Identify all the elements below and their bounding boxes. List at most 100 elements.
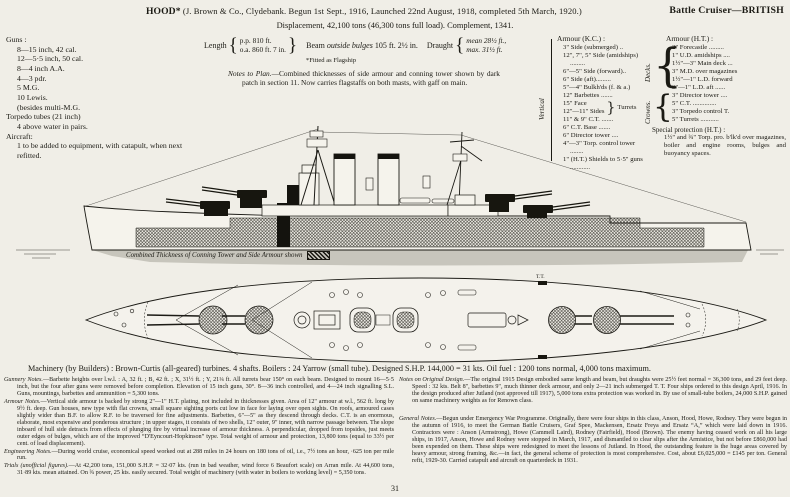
- page-header: HOOD* (J. Brown & Co., Clydebank. Begun …: [146, 6, 731, 17]
- conning-tower: [287, 185, 299, 205]
- notes-to-plan-label: Notes to Plan.: [228, 69, 272, 78]
- maintop-platform: [452, 153, 468, 162]
- conning-tower-plan: [293, 310, 341, 330]
- b-turret-plan: [222, 305, 274, 335]
- length-values: p.p. 810 ft. o.a. 860 ft. 7 in.: [239, 35, 287, 55]
- notes-left-column: Gunnery Notes.—Barbette heights over l.w…: [4, 377, 394, 478]
- armour-kc-title: Armour (K.C.) :: [557, 34, 606, 43]
- gun-item: 12—5·5 inch, 50 cal.: [17, 54, 84, 64]
- armour-kc-item: 1" (H.T.) Shields to 5·5" guns .........…: [563, 155, 643, 171]
- mainmast-and-gaff: [446, 131, 483, 206]
- y-turret-plan: [593, 306, 674, 334]
- bow-fittings: [113, 308, 691, 328]
- armour-kc-item: 6" Director tower ....: [563, 131, 619, 139]
- special-protection-text: 1½" and ¾" Torp. pro. b'lk'd over magazi…: [664, 134, 786, 158]
- classification-label: Battle Cruiser—BRITISH: [669, 5, 784, 16]
- aft-structure-plan: [375, 312, 529, 328]
- armour-ht-deck-item: 2" Forecastle .........: [672, 43, 724, 51]
- armour-ht-crown-item: 5" C.T. ..............: [672, 100, 717, 108]
- gun-item: 4—3 pdr.: [17, 73, 47, 83]
- armour-ht-deck-item: 3"—1" L.D. aft ......: [672, 84, 726, 92]
- gunnery-notes-label: Gunnery Notes.: [4, 377, 43, 383]
- guns-heading: Guns :: [6, 35, 27, 44]
- dashed-bulkheads: [144, 301, 740, 339]
- gun-item: 8—15 inch, 42 cal.: [17, 44, 77, 54]
- draught-mean: mean 28½ ft.,: [466, 35, 507, 45]
- y-turret: [523, 201, 591, 218]
- open-brace: {: [455, 35, 465, 56]
- profile-caption: Combined Thickness of Conning Tower and …: [126, 251, 330, 260]
- aircraft-heading: Aircraft:: [6, 131, 33, 141]
- funnels-plan: [349, 307, 419, 333]
- armour-kc-column: Armour (K.C.) : 3" Side (submerged) .. 1…: [557, 34, 649, 172]
- decks-rotated-label: Decks.: [644, 63, 652, 82]
- engineering-notes-label: Engineering Notes.: [4, 448, 52, 455]
- trials-notes: Trials (unofficial figures).—At 42,200 t…: [4, 463, 394, 477]
- armour-ht-crown-item: 3" Director tower ....: [672, 92, 728, 100]
- aircraft-item: 1 to be added to equipment, with catapul…: [17, 141, 183, 160]
- armour-notes-text: —Vertical side armour is backed by stron…: [17, 398, 394, 447]
- b-turret: [201, 186, 267, 208]
- draught-max: max. 31½ ft.: [466, 44, 503, 54]
- armour-ht-deck-item: 1" U.D. amidships ....: [672, 51, 730, 59]
- side-profile-drawing: [16, 125, 784, 266]
- armour-ht-deck-item: 3" M.D. over magazines: [672, 67, 738, 75]
- armour-kc-item: 6" Side (aft).........: [563, 76, 611, 83]
- gunnery-notes-text: —Barbette heights over l.w.l. : A, 32 ft…: [17, 377, 394, 397]
- beam-label: Beam: [306, 41, 325, 50]
- turret-brace: }: [606, 99, 616, 116]
- shelter-deck: [261, 204, 449, 217]
- general-notes-text: —Begun under Emergency War Programme. Or…: [412, 415, 787, 464]
- aft-funnel: [377, 153, 400, 206]
- torpedo-tubes-label: T.T.: [536, 274, 545, 280]
- a-turret: [165, 198, 230, 216]
- armour-ht-crown-item: 5" Turrets ...........: [672, 116, 719, 124]
- turret-face: 15" Face: [563, 100, 587, 108]
- length-group: Length { p.p. 810 ft. o.a. 860 ft. 7 in.…: [204, 36, 297, 55]
- trials-notes-label: Trials (unofficial figures).: [4, 463, 69, 470]
- length-pp: p.p. 810 ft.: [239, 35, 272, 45]
- a-turret-plan: [146, 305, 228, 335]
- general-notes: General Notes.—Begun under Emergency War…: [399, 416, 787, 465]
- deck-edge-lines: [175, 281, 701, 359]
- gun-item: (besides multi-M.G.: [17, 102, 81, 112]
- length-oa: o.a. 860 ft. 7 in.: [239, 44, 287, 54]
- notes-right-column: Notes on Original Design.—The original 1…: [399, 377, 787, 465]
- armour-kc-item: 6" C.T. Base .......: [563, 123, 611, 131]
- length-label: Length: [204, 41, 227, 50]
- beam-value: 105 ft. 2½ in.: [374, 41, 418, 50]
- x-turret: [485, 190, 553, 212]
- decks-brace: {: [653, 38, 683, 92]
- profile-caption-text: Combined Thickness of Conning Tower and …: [126, 252, 303, 259]
- fore-funnel: [333, 153, 356, 206]
- armour-kc-item: 11" & 9" C.T. .......: [563, 115, 614, 123]
- displacement-line: Displacement, 42,100 tons (46,300 tons f…: [276, 21, 514, 30]
- engineering-notes-text: —During world cruise, economical speed w…: [17, 448, 394, 462]
- gunnery-notes: Gunnery Notes.—Barbette heights over l.w…: [4, 377, 394, 398]
- general-notes-label: General Notes.: [399, 415, 437, 422]
- armament-column: Guns : 8—15 inch, 42 cal. 12—5·5 inch, 5…: [6, 35, 202, 161]
- ships-boats: [399, 197, 455, 204]
- draught-group: Draught { mean 28½ ft., max. 31½ ft.: [427, 36, 506, 55]
- turret-sides: 12"—11" Sides: [563, 107, 605, 115]
- armour-ht-column: Armour (H.T.) : 2" Forecastle ......... …: [666, 34, 786, 124]
- hatch-swatch: [306, 251, 330, 260]
- armour-kc-item: 5"—4" Bulkh'ds (f. & a.): [563, 84, 631, 92]
- armour-kc-item: 12" Barbettes .......: [563, 92, 613, 100]
- turret-armour-lines: 15" Face 12"—11" Sides: [563, 100, 604, 115]
- beam-qualifier: outside bulges: [326, 41, 373, 50]
- special-protection-block: Special protection (H.T.) : 1½" and ¾" T…: [652, 126, 786, 158]
- column-divider: [551, 39, 552, 161]
- armour-ht-deck-item: 1½"—3" Main deck ...: [672, 59, 733, 67]
- boats-plan: [329, 289, 477, 351]
- original-design-notes: Notes on Original Design.—The original 1…: [399, 377, 787, 405]
- original-design-text: —The original 1915 Design embodied same …: [412, 377, 787, 404]
- x-turret-plan: [548, 306, 592, 334]
- notes-to-plan-text: —Combined thicknesses of side armour and…: [242, 69, 500, 88]
- armour-kc-item: 4"—3" Torp. control tower ........: [563, 139, 636, 155]
- plan-hull-outline: [84, 277, 768, 363]
- machinery-line: Machinery (by Builders) : Brown-Curtis (…: [28, 364, 651, 373]
- armour-kc-item: 3" Side (submerged) ..: [563, 43, 623, 51]
- ship-name: HOOD*: [146, 6, 181, 17]
- turret-label: Turrets: [617, 103, 637, 111]
